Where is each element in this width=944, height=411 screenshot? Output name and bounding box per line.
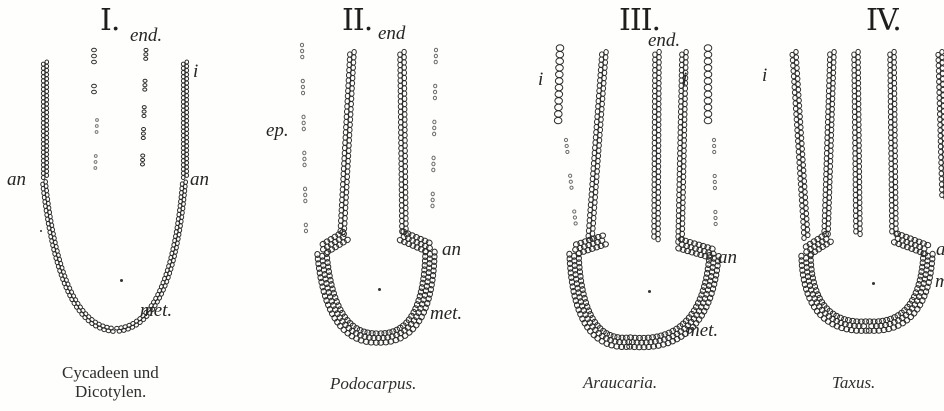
bowl-right xyxy=(866,251,935,334)
bowl-left xyxy=(315,250,380,345)
endosperm-left xyxy=(338,49,357,236)
epidermis-right xyxy=(431,48,438,208)
endosperm-right xyxy=(398,49,409,236)
inner-strand-2 xyxy=(140,48,148,166)
bowl-left xyxy=(799,253,869,334)
endosperm-right xyxy=(888,49,899,236)
bowl-right xyxy=(627,252,722,350)
bowl-right xyxy=(376,249,438,345)
integument-right xyxy=(936,49,944,200)
shoulder-right xyxy=(891,230,932,257)
endosperm-left xyxy=(586,49,609,241)
endosperm-center xyxy=(652,49,662,241)
integument-left xyxy=(554,45,564,124)
bowl-left xyxy=(567,251,632,350)
epidermis-left xyxy=(300,43,307,233)
inner-strand-3 xyxy=(94,119,99,170)
bowl-right xyxy=(115,180,188,334)
outer-wall-left xyxy=(41,60,48,180)
wall-left-faint xyxy=(564,138,577,225)
endosperm-right xyxy=(676,49,689,244)
integument-left xyxy=(790,49,810,240)
bowl-left xyxy=(41,179,116,333)
endosperm-left xyxy=(822,49,837,236)
wall-right-faint xyxy=(712,138,717,225)
outer-wall-right xyxy=(181,60,188,180)
endosperm-center xyxy=(852,49,863,236)
shoulder-left xyxy=(802,230,834,258)
integument-right xyxy=(704,45,712,124)
inner-strand-1 xyxy=(92,48,97,94)
